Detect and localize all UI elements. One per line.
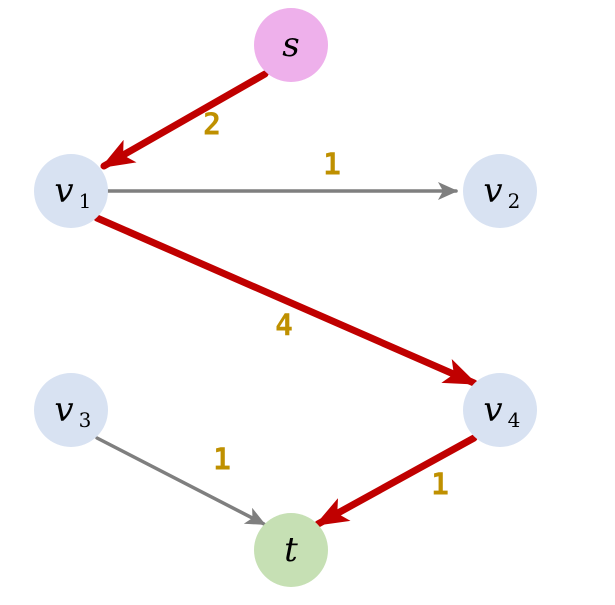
edge-v4-t [314,434,478,528]
edge-v1-v4 [93,214,478,387]
node-circle-s [254,8,328,82]
edge-weight-s-v1: 2 [203,108,221,143]
node-s: s [254,8,328,82]
edge-weight-v3-t: 1 [213,443,231,478]
node-subscript-v4: 4 [508,408,521,432]
node-label-s: s [282,25,299,65]
node-label-v2: v [483,171,502,211]
weights-layer: 2 1 4 1 1 [203,108,449,503]
node-subscript-v2: 2 [508,189,521,213]
node-label-t: t [284,530,298,570]
node-label-v4: v [483,390,502,430]
node-circle-v1 [34,154,108,228]
node-circle-v3 [34,373,108,447]
node-t: t [254,513,328,587]
node-label-v1: v [54,171,73,211]
edge-weight-v1-v2: 1 [323,148,341,183]
edges-layer [93,70,478,528]
node-subscript-v1: 1 [79,189,92,213]
node-circle-v2 [463,154,537,228]
node-subscript-v3: 3 [79,408,92,432]
node-circle-v4 [463,373,537,447]
edge-weight-v1-v4: 4 [275,309,293,344]
node-circle-t [254,513,328,587]
node-label-v3: v [54,390,73,430]
edge-s-v1 [100,70,269,170]
edge-weight-v4-t: 1 [431,468,449,503]
edge-v3-t [95,436,266,526]
